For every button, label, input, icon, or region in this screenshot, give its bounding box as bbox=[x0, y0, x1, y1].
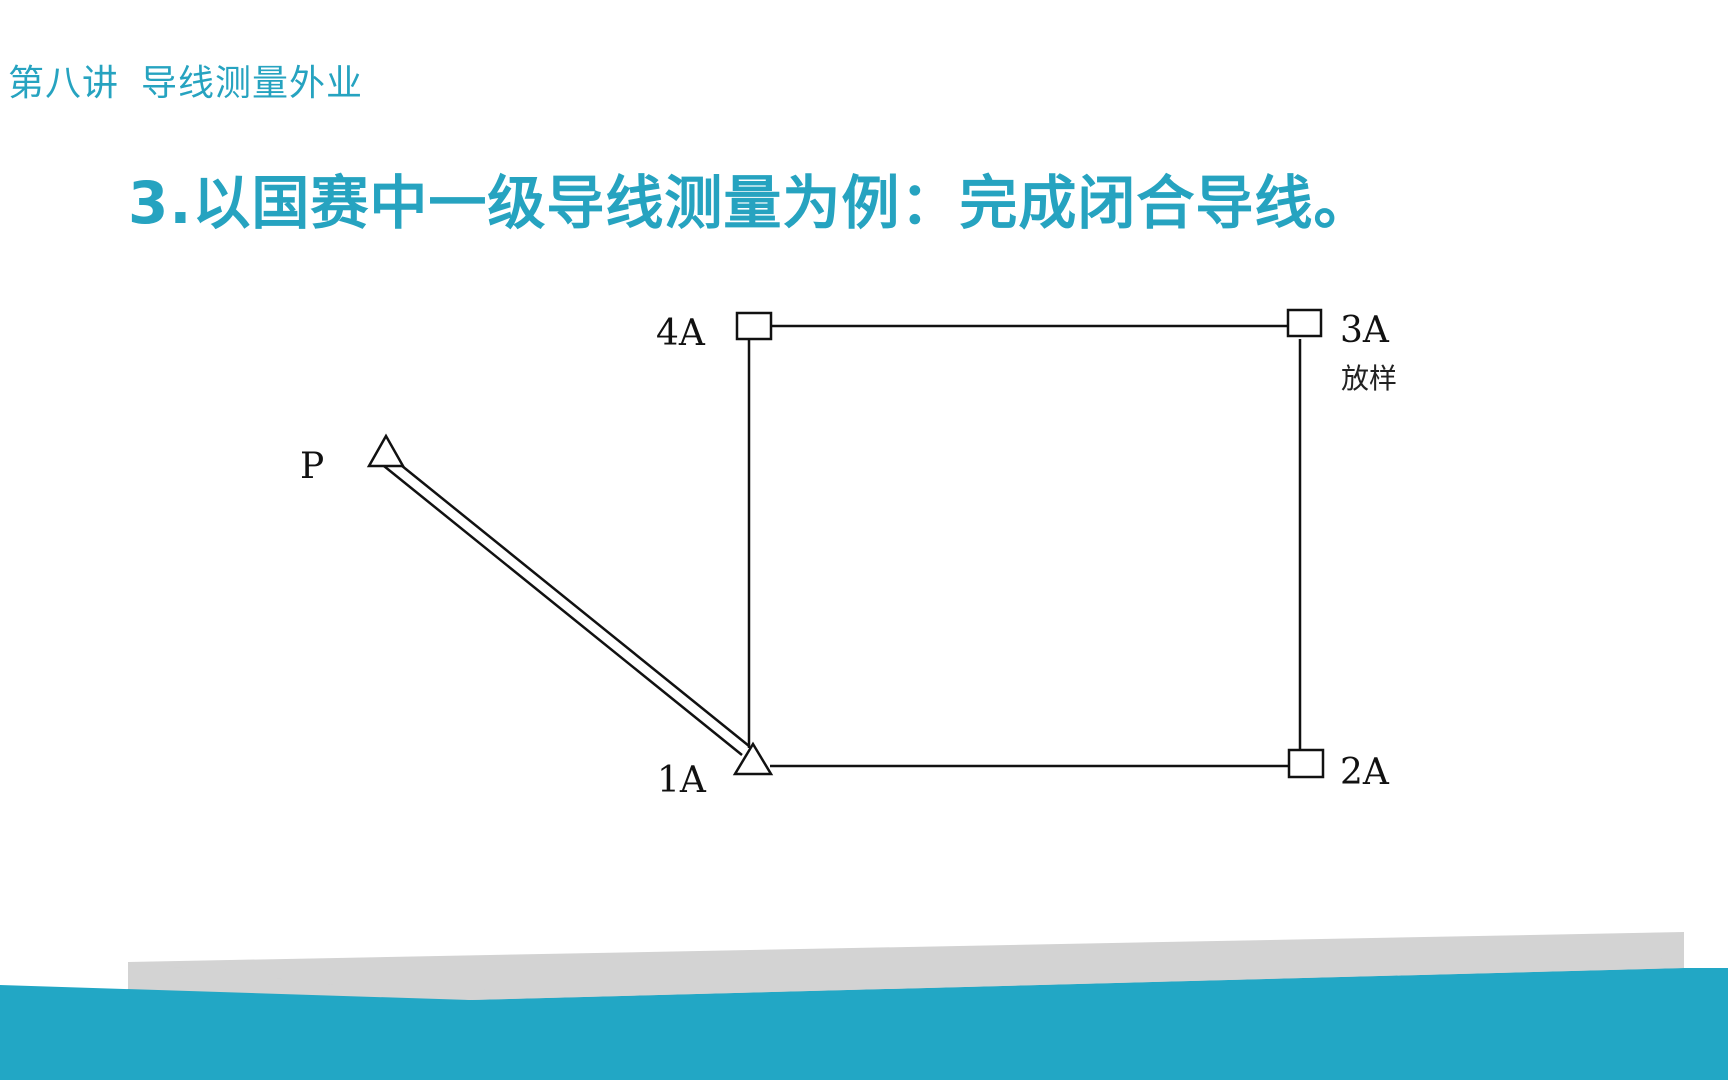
label-2A: 2A bbox=[1340, 752, 1390, 793]
label-P: P bbox=[300, 446, 324, 487]
label-3A: 3A bbox=[1340, 310, 1390, 351]
traverse-point-4A-square-icon bbox=[735, 311, 773, 341]
control-point-1A-triangle-icon bbox=[732, 741, 774, 776]
lecture-header: 第八讲导线测量外业 bbox=[8, 54, 385, 106]
label-4A: 4A bbox=[656, 313, 706, 354]
traverse-point-3A-square-icon bbox=[1286, 308, 1323, 338]
footer-gray-edge bbox=[128, 958, 1684, 1000]
lecture-number: 第八讲 bbox=[8, 63, 120, 104]
label-stakeout-note: 放样 bbox=[1341, 362, 1397, 395]
known-side-P-1A-line-a bbox=[378, 461, 743, 756]
slide-title: 3.以国赛中一级导线测量为例：完成闭合导线。 bbox=[128, 169, 1373, 237]
lecture-topic: 导线测量外业 bbox=[141, 63, 364, 104]
control-point-P-triangle-icon bbox=[366, 433, 406, 468]
footer-teal-band bbox=[0, 968, 1728, 1080]
traverse-point-2A-square-icon bbox=[1287, 748, 1325, 779]
label-1A: 1A bbox=[657, 760, 707, 801]
known-side-P-1A-line-b bbox=[385, 452, 750, 747]
